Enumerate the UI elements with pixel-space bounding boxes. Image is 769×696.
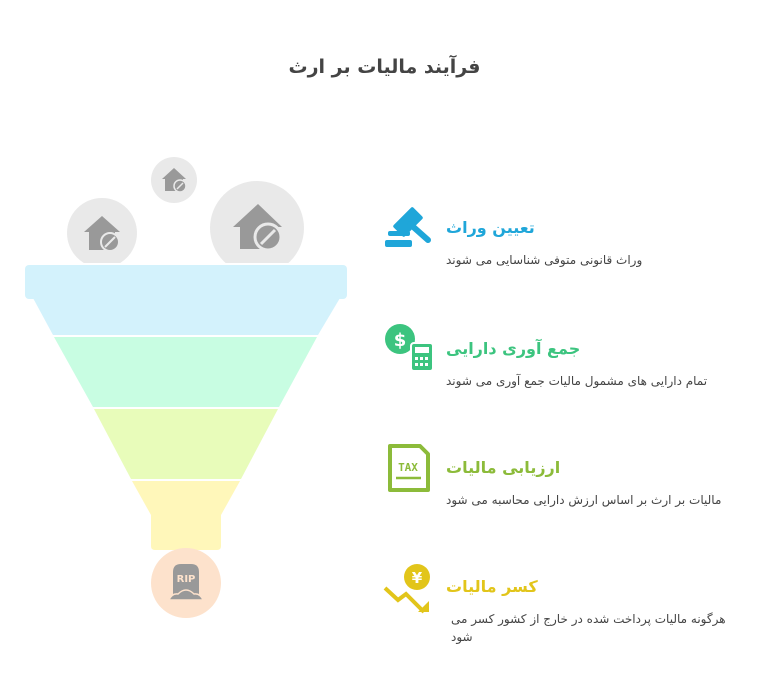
tax-document-icon: TAX [388, 444, 430, 492]
house-blocked-icon [210, 181, 304, 263]
tombstone-icon: RIP [151, 548, 221, 618]
step-description: تمام دارایی های مشمول مالیات جمع آوری می… [446, 374, 708, 388]
step-title: ارزیابی مالیات [446, 458, 561, 477]
step-deduct-tax: کسر مالیات هرگونه مالیات پرداخت شده در خ… [446, 577, 736, 646]
house-blocked-icon [67, 198, 137, 263]
funnel-stage-4 [132, 481, 240, 550]
step-identify-heirs: تعیین وراث وراث قانونی متوفی شناسایی می … [446, 218, 736, 269]
gavel-icon [385, 207, 431, 247]
funnel-stage-3 [94, 409, 278, 479]
step-description: هرگونه مالیات پرداخت شده در خارج از کشور… [451, 612, 726, 644]
yen-decrease-icon: ¥ [383, 564, 430, 614]
step-assess-tax: ارزیابی مالیات مالیات بر ارث بر اساس ارز… [446, 458, 736, 509]
svg-text:TAX: TAX [398, 461, 418, 474]
step-collect-assets: جمع آوری دارایی تمام دارایی های مشمول ما… [446, 339, 736, 390]
funnel-stage-2 [54, 337, 317, 407]
funnel-stage-1 [33, 298, 340, 335]
svg-text:$: $ [394, 330, 407, 351]
step-description: مالیات بر ارث بر اساس ارزش دارایی محاسبه… [446, 493, 722, 507]
step-description: وراث قانونی متوفی شناسایی می شوند [446, 253, 643, 267]
svg-text:RIP: RIP [177, 574, 196, 585]
step-title: جمع آوری دارایی [446, 339, 581, 358]
house-blocked-icon [151, 157, 197, 203]
money-calculator-icon: $ [385, 324, 434, 372]
funnel-rim [25, 265, 347, 299]
svg-text:¥: ¥ [412, 569, 423, 587]
step-title: کسر مالیات [446, 577, 538, 596]
page-title: فرآیند مالیات بر ارث [288, 56, 481, 78]
step-title: تعیین وراث [446, 218, 535, 237]
